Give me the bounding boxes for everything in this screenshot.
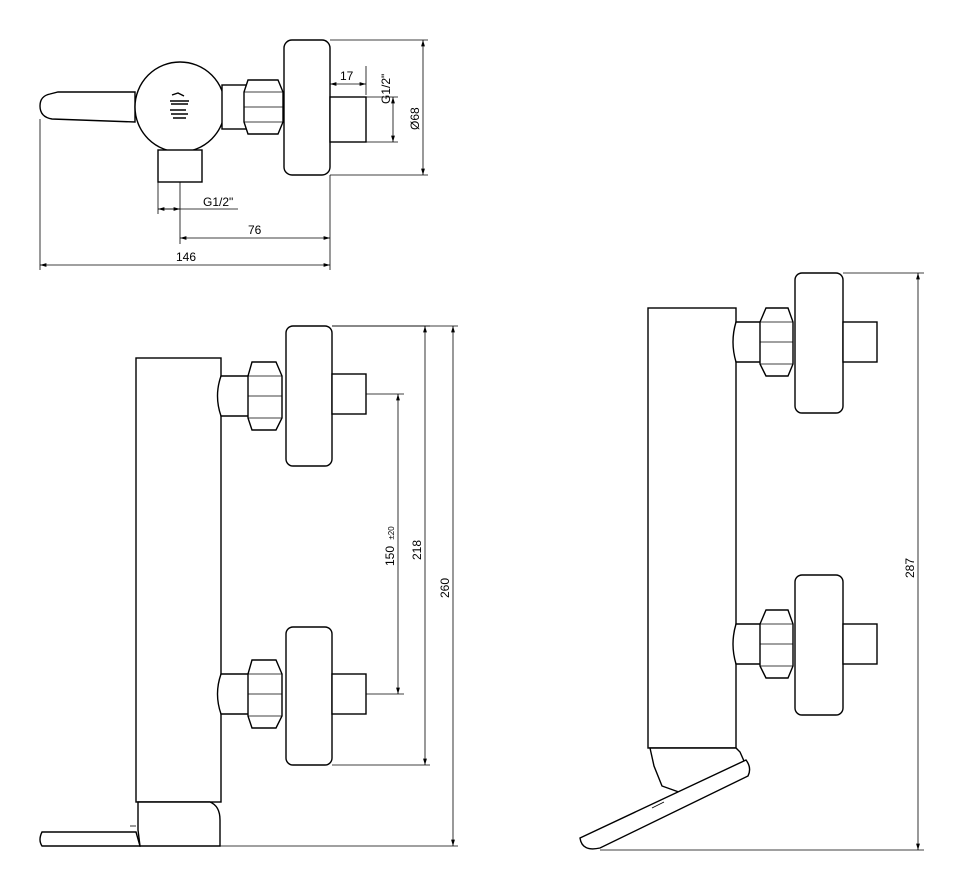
bottom-outlet-pipe xyxy=(157,149,203,183)
side-lower-flange xyxy=(794,574,844,716)
front-lower-flange xyxy=(285,626,333,766)
front-lower-connector xyxy=(216,673,251,715)
front-lower-inlet xyxy=(331,673,367,715)
side-lever-handle xyxy=(579,759,751,850)
dim-17-label: 17 xyxy=(340,69,354,83)
escutcheon-flange xyxy=(283,39,331,176)
dim-g12-bottom-label: G1/2" xyxy=(203,195,233,209)
dim-218-label: 218 xyxy=(410,540,424,560)
dim-146-label: 146 xyxy=(176,250,196,264)
front-base-foot xyxy=(137,801,221,847)
mixer-body-disc xyxy=(134,61,226,153)
dim-150-label: 150 ±20 xyxy=(383,526,397,566)
dim-diameter-68-label: Ø68 xyxy=(408,107,422,130)
front-upper-connector xyxy=(216,375,251,417)
front-body-column xyxy=(135,357,222,803)
side-lower-inlet xyxy=(842,623,878,665)
front-upper-inlet xyxy=(331,373,367,415)
side-upper-connector xyxy=(732,321,763,363)
inlet-pipe xyxy=(329,96,367,143)
lever-handle xyxy=(39,91,136,123)
top-view: 17 G1/2" Ø68 G1/2" 76 146 xyxy=(39,39,428,270)
side-view: 287 xyxy=(579,272,924,851)
front-base-plate xyxy=(39,831,141,847)
dim-g12-right-label: G1/2" xyxy=(379,74,393,104)
side-lower-connector xyxy=(732,623,763,665)
side-upper-inlet xyxy=(842,321,878,363)
dim-260-label: 260 xyxy=(438,578,452,598)
dim-76-label: 76 xyxy=(248,223,262,237)
front-upper-flange xyxy=(285,325,333,467)
side-upper-flange xyxy=(794,272,844,414)
dim-287-label: 287 xyxy=(903,558,917,578)
logo-mark xyxy=(170,92,189,119)
side-body-column xyxy=(647,307,737,749)
front-view: 150 ±20 218 260 xyxy=(39,325,458,847)
